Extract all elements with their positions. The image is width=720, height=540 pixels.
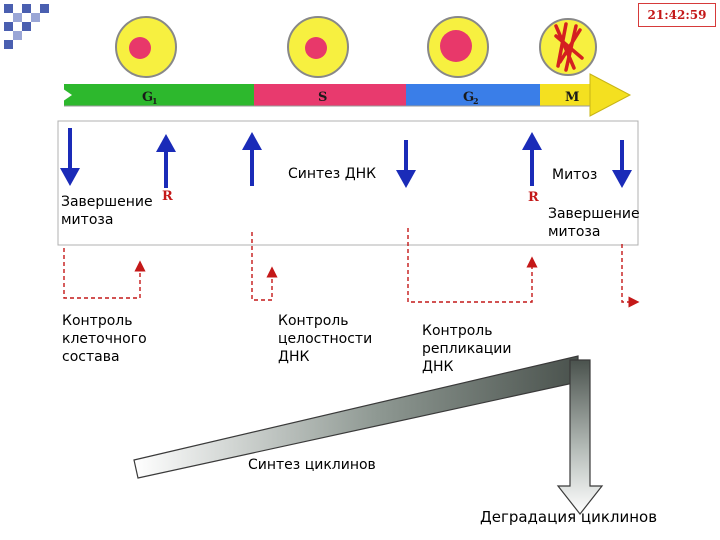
phase-g2-label: G [463, 90, 474, 105]
arrow-down-3 [612, 140, 632, 188]
arrow-up-1 [156, 134, 176, 188]
dna-integrity-control-label: Контроль целостности ДНК [278, 313, 373, 365]
corner-decoration [4, 4, 52, 52]
phase-s-segment [254, 84, 406, 106]
cell-g1-icon [115, 16, 177, 78]
phase-m-label: M [565, 90, 579, 105]
restriction-marker-1: R [162, 189, 173, 204]
cell-composition-control-label: Контроль клеточного состава [62, 313, 147, 365]
phase-arrow-head [589, 73, 632, 117]
mitosis-end-left-label: Завершение митоза [61, 194, 153, 228]
phase-g2-segment [406, 84, 540, 106]
cell-g2-icon [427, 16, 489, 78]
cell-s-icon [287, 16, 349, 78]
cyclin-synthesis-label: Синтез циклинов [248, 457, 376, 473]
phase-m-segment [540, 84, 590, 106]
phase-bar [56, 73, 632, 117]
phase-g1-label: G [142, 90, 153, 105]
arrow-up-2 [242, 132, 262, 186]
checkpoint-panel [57, 120, 639, 246]
arrow-down-2 [396, 140, 416, 188]
cyclin-degradation-label: Деградация циклинов [480, 508, 658, 526]
mitosis-end-right-label: Завершение митоза [548, 206, 640, 240]
phase-g1-segment [64, 84, 254, 106]
mitosis-label: Митоз [552, 167, 598, 183]
arrow-down-1 [60, 128, 80, 186]
clock-display: 21:42:59 [638, 3, 716, 27]
control-loop-4 [621, 244, 640, 308]
dna-synthesis-label: Синтез ДНК [288, 166, 377, 182]
cyclin-degradation-arrow [556, 359, 604, 515]
phase-s-label: S [318, 90, 327, 105]
control-loop-2 [251, 232, 278, 301]
phase-g2-sub: 2 [473, 96, 479, 106]
control-loop-3 [407, 228, 538, 303]
arrow-up-3 [522, 132, 542, 186]
control-loop-1 [63, 248, 146, 299]
phase-g1-sub: 1 [152, 96, 158, 106]
replication-control-label: Контроль репликации ДНК [422, 323, 512, 375]
restriction-marker-2: R [528, 190, 539, 205]
cell-mitosis-icon [539, 18, 597, 76]
